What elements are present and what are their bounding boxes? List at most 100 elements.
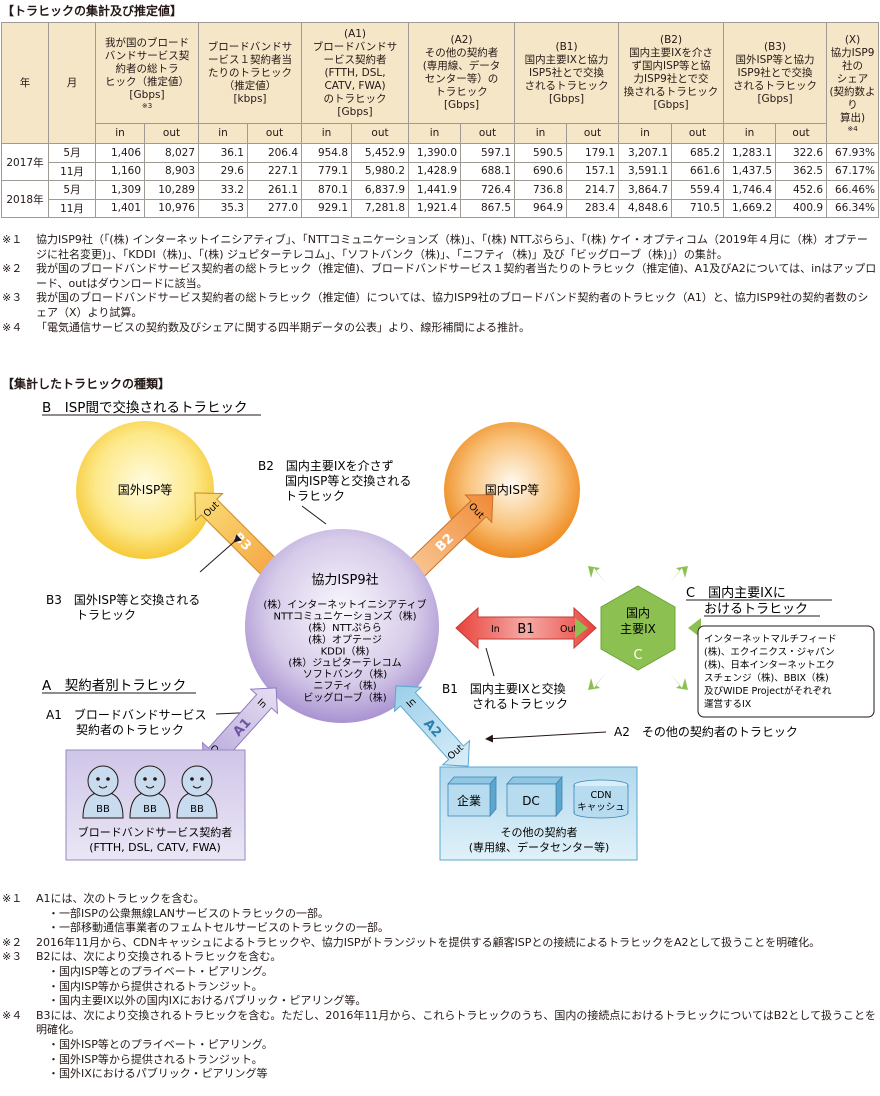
svg-text:国内ISP等と交換される: 国内ISP等と交換される [285, 473, 411, 488]
footnote-label: ※４ [2, 320, 23, 334]
header-line: (FTTH, DSL, [324, 66, 386, 79]
value-cell: 214.7 [566, 180, 620, 200]
b1-pointer [485, 647, 495, 677]
out-column-header: out [566, 123, 620, 144]
footnote-line: ・国外ISP等から提供されるトランジット。 [48, 1052, 263, 1066]
value-cell: 35.3 [198, 198, 248, 218]
value-cell: 10,289 [144, 180, 199, 200]
value-cell: 157.1 [566, 161, 620, 181]
a1-description: A1 ブロードバンドサービス 契約者のトラヒック [46, 707, 206, 737]
other-subscribers-panel: 企業 DC CDN キャッシュ その他の契約者 (専用線、データセンター等) [439, 766, 638, 861]
value-cell: 688.1 [459, 161, 516, 181]
svg-text:トラヒック: トラヒック [285, 489, 345, 503]
value-cell: 779.1 [301, 161, 352, 181]
value-cell: 5,452.9 [351, 143, 409, 163]
footnote-line: ・一部移動通信事業者のフェムトセルサービスのトラヒックの一部。 [48, 921, 389, 935]
footnote: ※４「電気通信サービスの契約数及びシェアに関する四半期データの公表」より、線形補… [2, 321, 878, 336]
ix-c-label: C [633, 648, 642, 663]
header-line: (専用線、データ [422, 60, 501, 72]
traffic-table: 年 月 我が国のブロードバンドサービス契約者の総トラヒック（推定値）[Gbps]… [1, 22, 880, 218]
out-column-header: out [775, 123, 828, 144]
partner-isp-members: (株）インターネットイニシアティブNTTコミュニケーションズ（株)(株）NTTぷ… [263, 598, 426, 704]
header-line: [Gbps] [337, 105, 373, 118]
value-cell: 590.5 [514, 143, 568, 163]
b1-in-label: In [491, 624, 500, 635]
svg-text:トラヒック: トラヒック [76, 608, 136, 622]
header-line: 力ISP9社とで交 [633, 73, 709, 85]
footnote-mark: ※4 [847, 124, 858, 133]
traffic-diagram: B ISP間で交換されるトラヒック 国外ISP等 国内ISP等 B2 国内主要I… [42, 399, 875, 861]
ix-operator-line: インターネットマルチフィード [704, 634, 837, 645]
footnote-text: B2には、次により交換されるトラヒックを含む。・国内ISP等とのプライベート・ピ… [36, 950, 878, 1008]
in-column-header: in [514, 123, 568, 144]
partner-isp-title: 協力ISP9社 [311, 572, 378, 588]
svg-text:おけるトラヒック: おけるトラヒック [704, 602, 808, 617]
header-line: (A2) [450, 34, 473, 46]
enterprise-icon: 企業 [447, 775, 497, 818]
datacenter-icon: DC [506, 775, 563, 818]
svg-text:C 国内主要IXに: C 国内主要IXに [686, 585, 786, 601]
footnote-line: A1には、次のトラヒックを含む。 [36, 892, 205, 905]
share-cell: 67.93% [826, 143, 880, 163]
value-cell: 6,837.9 [351, 180, 409, 200]
header-line: [Gbps] [443, 99, 480, 111]
month-cell: 5月 [48, 143, 96, 163]
footnote-text: A1には、次のトラヒックを含む。・一部ISPの公衆無線LANサービスのトラヒック… [36, 892, 878, 936]
ix-label-2: 主要IX [620, 622, 656, 636]
ix-operator-line: (株)、エクイニクス・ジャパン [704, 646, 835, 658]
partner-isp-member: KDDI（株) [321, 644, 370, 657]
header-line: されるトラヒック [733, 79, 818, 92]
partner-isp-member: ビッグローブ（株) [303, 691, 386, 704]
diagram-section-title: 【集計したトラヒックの種類】 [2, 377, 171, 391]
out-column-header: out [247, 123, 302, 144]
header-line: 国外ISP等と協力 [735, 53, 815, 66]
b1-arrow: In B1 Out [455, 606, 597, 650]
value-cell: 206.4 [247, 143, 302, 163]
value-cell: 685.2 [671, 143, 725, 163]
domestic-isp-label: 国内ISP等 [485, 483, 539, 497]
cdn-label-1: CDN [590, 790, 611, 801]
share-cell: 66.46% [826, 180, 880, 200]
col-a1-header: (A1)ブロードバンドサービス契約者(FTTH, DSL,CATV, FWA)の… [301, 22, 409, 124]
cdn-cache-icon: CDN キャッシュ [573, 779, 629, 819]
svg-text:B1 国内主要IXと交換: B1 国内主要IXと交換 [442, 681, 566, 696]
header-line: その他の契約者 [424, 47, 499, 59]
value-cell: 1,390.0 [408, 143, 461, 163]
partner-isp-member: ニフティ（株) [313, 679, 376, 692]
subscriber-icon: BB [176, 765, 218, 819]
ix-operator-line: (株)、日本インターネットエク [704, 659, 835, 671]
svg-text:A1 ブロードバンドサービス: A1 ブロードバンドサービス [46, 707, 206, 722]
bb-caption-2: (FTTH, DSL, CATV, FWA) [89, 841, 221, 854]
value-cell: 929.1 [301, 198, 352, 218]
foreign-isp-label: 国外ISP等 [118, 483, 172, 497]
header-line: [Gbps] [129, 88, 165, 101]
value-cell: 5,980.2 [351, 161, 409, 181]
header-line: (X) [844, 33, 861, 46]
footnote-line: ・国外ISP等とのプライベート・ピアリング。 [48, 1037, 273, 1051]
header-line: 換されるトラヒック [623, 86, 719, 98]
col-per-subscriber-header: ブロードバンドサービス１契約者当たりのトラヒック（推定値）[kbps] [198, 22, 302, 124]
header-line: [kbps] [233, 92, 267, 105]
svg-text:B2 国内主要IXを介さず: B2 国内主要IXを介さず [258, 459, 394, 473]
col-month-header: 月 [48, 22, 96, 144]
value-cell: 261.1 [247, 180, 302, 200]
heading-a: A 契約者別トラヒック [42, 678, 186, 694]
value-cell: 870.1 [301, 180, 352, 200]
footnote-mark: ※3 [141, 101, 153, 110]
a2-arrow: In A2 Out [393, 685, 471, 767]
value-cell: 1,283.1 [723, 143, 777, 163]
footnote-text: 協力ISP9社（「(株) インターネットイニシアティブ」、「NTTコミュニケーシ… [36, 233, 868, 261]
value-cell: 36.1 [198, 143, 248, 163]
value-cell: 1,437.5 [723, 161, 777, 181]
share-cell: 67.17% [826, 161, 880, 181]
col-b2-header: (B2)国内主要IXを介さず国内ISP等と協力ISP9社とで交換されるトラヒック… [618, 22, 725, 124]
value-cell: 726.4 [459, 180, 516, 200]
b3-pointer [199, 534, 242, 573]
ix-operator-line: スチェンジ（株)、BBIX（株) [704, 672, 829, 684]
value-cell: 1,669.2 [723, 198, 777, 218]
bb-caption-1: ブロードバンドサービス契約者 [78, 825, 233, 839]
